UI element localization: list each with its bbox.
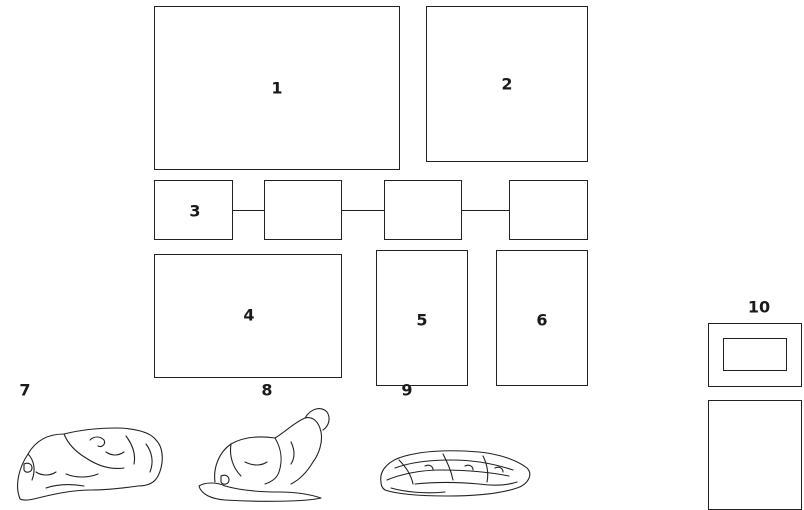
panel-3-label: 3 bbox=[189, 202, 200, 221]
reclining-figure-sketch-icon bbox=[6, 404, 171, 504]
panel-5-label: 5 bbox=[416, 311, 427, 330]
connector-line bbox=[462, 210, 509, 211]
panel-4-label: 4 bbox=[243, 306, 254, 325]
chain-box bbox=[384, 180, 462, 240]
panel-10-label: 10 bbox=[748, 298, 770, 317]
figure-9-label: 9 bbox=[401, 381, 412, 400]
reclining-figure-sketch-icon bbox=[195, 402, 335, 502]
figure-7-label: 7 bbox=[19, 381, 30, 400]
connector-line bbox=[342, 210, 384, 211]
panel-10-inner-frame bbox=[723, 338, 787, 371]
panel-1-label: 1 bbox=[271, 79, 282, 98]
panel-6-label: 6 bbox=[536, 311, 547, 330]
chain-box bbox=[509, 180, 588, 240]
figure-8-label: 8 bbox=[261, 381, 272, 400]
panel-10-lower bbox=[708, 400, 802, 510]
chain-box bbox=[264, 180, 342, 240]
panel-2-label: 2 bbox=[501, 75, 512, 94]
connector-line bbox=[233, 210, 264, 211]
reclining-figure-sketch-icon bbox=[375, 440, 535, 502]
